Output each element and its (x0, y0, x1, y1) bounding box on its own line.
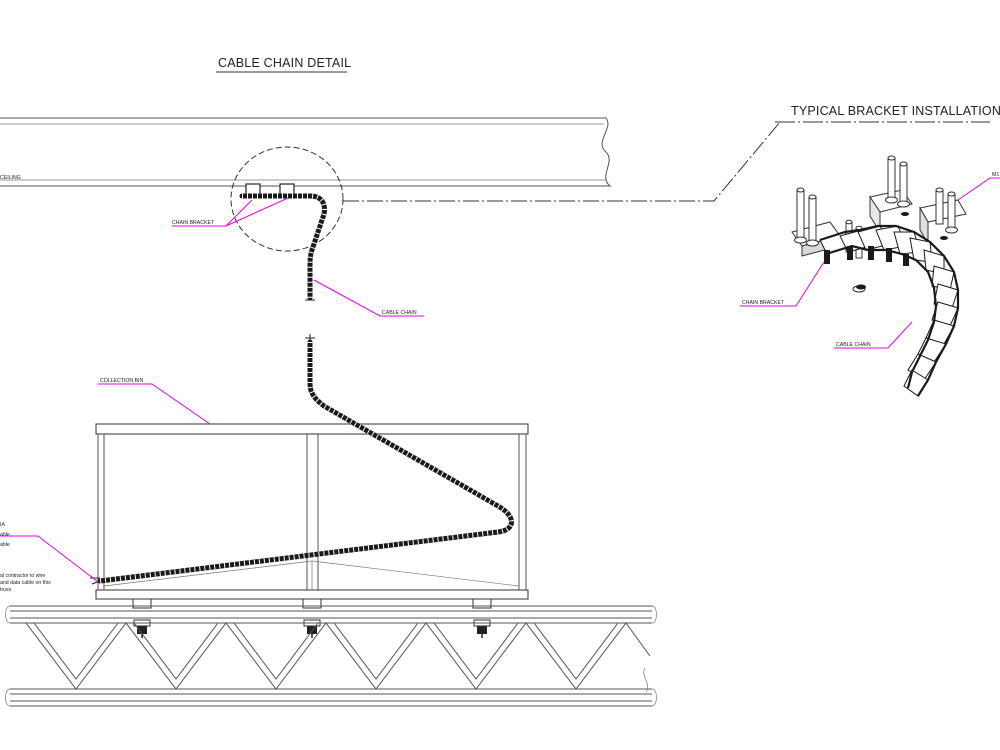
collection-bin-label: COLLECTION BIN (100, 378, 143, 384)
left-note-line-3: able (0, 542, 10, 548)
chain-bracket-label: CHAIN BRACKET (172, 220, 215, 226)
inset-cut-label: M1 (992, 172, 999, 178)
left-note-line-1: IA (0, 522, 5, 528)
left-note-line-2: able (0, 532, 10, 538)
inset-cable-chain-leader (834, 321, 913, 349)
inset-chain-bracket-label: CHAIN BRACKET (742, 300, 785, 306)
truss (5, 605, 657, 707)
cable-chain-leader (313, 279, 424, 317)
inset-bracket-assembly (791, 155, 967, 397)
ceiling-beam (0, 117, 612, 187)
contractor-note-line-1: al contractor to wire (0, 573, 45, 579)
chain-bracket-leader (172, 197, 289, 227)
contractor-note-line-2: and data cable on this (0, 580, 51, 586)
detail-circle (230, 146, 344, 252)
inset-cut-leader (957, 177, 1000, 201)
inset-chain-bracket-leader (740, 261, 825, 307)
upper-cable-chain (239, 193, 327, 301)
inset-cable-chain-label: CABLE CHAIN (836, 342, 871, 348)
inset-title: TYPICAL BRACKET INSTALLATION (791, 104, 1000, 118)
left-note-leader (0, 535, 99, 583)
ceiling-label: CEILING (0, 175, 21, 181)
detail-callout-line (343, 121, 781, 202)
lower-cable-chain (90, 334, 514, 585)
cable-chain-label: CABLE CHAIN (382, 310, 417, 316)
collection-bin-leader (98, 383, 211, 425)
contractor-note-line-3: truss (0, 587, 12, 593)
main-title: CABLE CHAIN DETAIL (218, 56, 351, 70)
